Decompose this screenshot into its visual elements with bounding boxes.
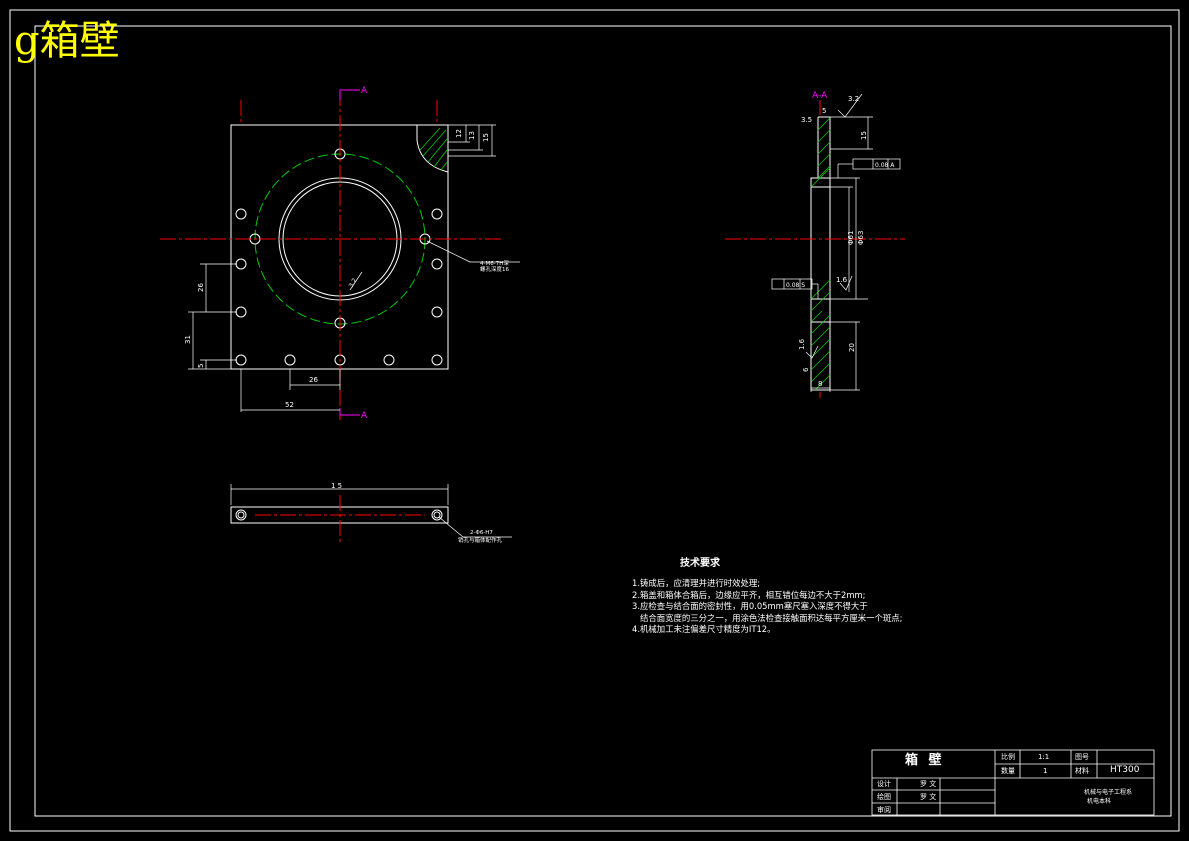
sec-d61: Φ61 (847, 231, 855, 245)
inner-border (34, 25, 1172, 817)
review-label: 审阅 (877, 806, 891, 814)
pin-note-1: 2-Φ6-H7 (470, 530, 493, 536)
design-name: 罗 文 (920, 780, 937, 788)
section-dim-text: 3.5 5 3.2 15 Φ61 Φ63 1.6 1.6 20 8 6 0.08… (786, 95, 895, 388)
tech-req-item: 结合面宽度的三分之一，用涂色法检查接触面积达每平方厘米一个斑点; (632, 612, 903, 623)
material-label: 材料 (1075, 767, 1089, 775)
school-line-1: 机械与电子工程系 (1084, 789, 1133, 796)
dim-31: 31 (184, 335, 192, 344)
sec-6: 6 (802, 367, 810, 372)
tol-flat: 0.08 S (786, 282, 805, 289)
section-label: A-A (812, 91, 828, 101)
sec-8: 8 (818, 380, 822, 388)
sec-d63: Φ63 (857, 231, 865, 245)
sec-1-6: 1.6 (836, 276, 848, 284)
tech-req-item: 2.箱盖和箱体合箱后，边缘应平齐，相互错位每边不大于2mm; (632, 589, 866, 600)
hole-note-1: 4-M6-7H深 (480, 259, 509, 267)
qty-value: 1 (1043, 767, 1048, 775)
sec-20: 20 (848, 343, 856, 352)
front-dim-text: 12 13 15 26 31 5 26 52 4-M6-7H深 螺孔深度16 3… (184, 129, 509, 409)
dim-26-v: 26 (197, 283, 205, 292)
sec-1-6b: 1.6 (798, 338, 806, 350)
dim-26-h: 26 (309, 376, 318, 384)
drawing-label: 绘图 (877, 793, 891, 801)
school-line-2: 机电本科 (1087, 798, 1112, 805)
tech-req-list: 1.铸成后，应清理并进行时效处理; 2.箱盖和箱体合箱后，边缘应平齐，相互错位每… (632, 578, 902, 636)
dim-12: 12 (455, 129, 463, 138)
tech-req-item: 3.应检查与结合面的密封性，用0.05mm塞尺塞入深度不得大于 (632, 601, 868, 611)
dim-15: 15 (482, 133, 490, 142)
overlay-title: g箱壁 (14, 18, 120, 64)
dim-5: 5 (197, 364, 205, 368)
hole-note-2: 螺孔深度16 (480, 265, 509, 273)
material-value: HT300 (1110, 765, 1140, 775)
sec-3-5: 3.5 (801, 116, 812, 124)
drawing-name: 罗 文 (920, 793, 937, 801)
tech-req-item: 1.铸成后，应清理并进行时效处理; (632, 578, 761, 588)
dim-13: 13 (468, 131, 476, 140)
title-block (871, 749, 1155, 816)
dim-52: 52 (285, 401, 294, 409)
scale-label: 比例 (1001, 753, 1015, 761)
part-name: 箱 壁 (905, 753, 945, 768)
pin-note-2: 销孔与箱体配作孔 (458, 536, 503, 544)
sec-15: 15 (860, 131, 868, 140)
drawing-no-label: 图号 (1075, 753, 1089, 761)
tech-req-item: 4.机械加工未注偏差尺寸精度为IT12。 (632, 624, 776, 634)
dim-115: 1 5 (331, 482, 342, 490)
cut-label-bottom: A (361, 411, 368, 421)
sec-5: 5 (822, 107, 826, 115)
sec-rough-top: 3.2 (848, 95, 859, 103)
tol-parallel: 0.08 A (875, 162, 895, 169)
design-label: 设计 (877, 780, 891, 788)
roughness-bore: 3.2 (348, 277, 359, 289)
cut-label-top: A (361, 86, 368, 96)
outer-border (9, 9, 1180, 832)
qty-label: 数量 (1001, 767, 1015, 775)
corner-section (416, 124, 449, 173)
tech-req-title: 技术要求 (680, 558, 720, 569)
scale-value: 1:1 (1038, 753, 1050, 761)
